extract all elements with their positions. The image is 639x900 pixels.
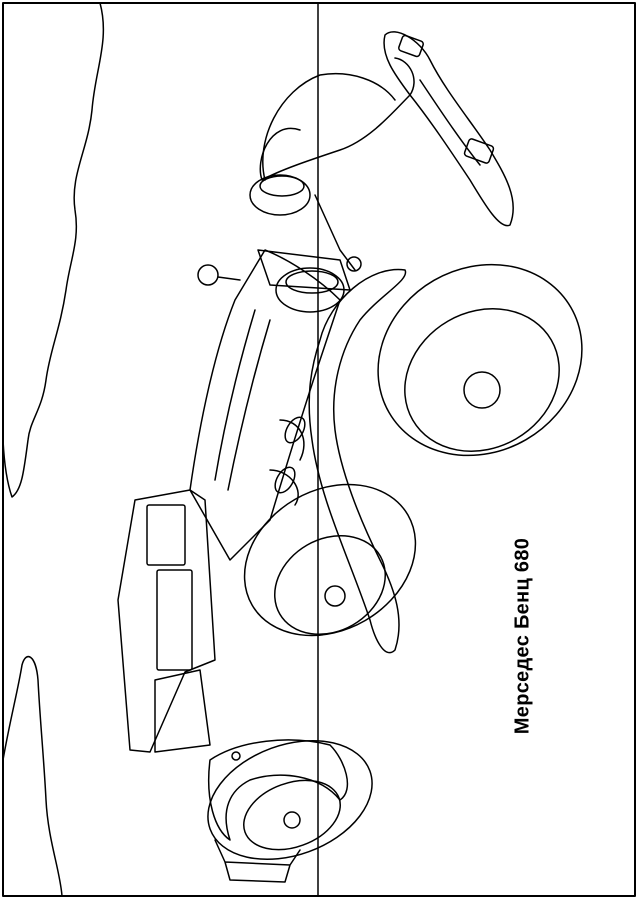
windscreen-frame bbox=[257, 249, 351, 291]
side-mirror-icon bbox=[197, 264, 219, 286]
front-bumper-top bbox=[398, 34, 424, 58]
rear-wheel-tire bbox=[207, 739, 373, 861]
hood-crease-2 bbox=[227, 319, 271, 491]
front-wheel-tire bbox=[377, 263, 583, 457]
car-rear-body bbox=[117, 489, 216, 753]
middle-wheel-hub bbox=[324, 585, 346, 607]
front-bumper-bottom bbox=[463, 138, 495, 164]
fender-top bbox=[262, 73, 396, 181]
hill-outline bbox=[2, 655, 63, 897]
headlamp-bottom-lens bbox=[285, 270, 339, 294]
front-mudguard bbox=[308, 268, 407, 654]
front-fender bbox=[259, 57, 415, 181]
rear-window-upper bbox=[146, 504, 186, 566]
steering-rod bbox=[314, 194, 356, 271]
horn-icon bbox=[346, 256, 362, 272]
rear-window-side bbox=[154, 669, 211, 753]
front-wheel-rim bbox=[404, 308, 560, 452]
car-title: Мерседес Бенц 680 bbox=[511, 537, 534, 735]
hood-crease bbox=[214, 309, 256, 481]
rear-window-lower bbox=[156, 569, 193, 671]
side-mirror-arm bbox=[217, 276, 241, 281]
headlamp-top-lens bbox=[259, 175, 305, 197]
middle-wheel-tire bbox=[243, 483, 417, 637]
headlamp-bottom-icon bbox=[275, 267, 345, 313]
car bbox=[117, 31, 583, 883]
rear-wheel-hub bbox=[283, 811, 301, 829]
front-wheel-hub bbox=[463, 371, 501, 409]
exhaust-pipe-1 bbox=[284, 416, 306, 444]
rear-wheel-rim bbox=[243, 779, 341, 851]
rear-mudguard bbox=[207, 739, 349, 841]
front-grille-arm bbox=[383, 31, 514, 227]
rear-light-icon bbox=[231, 751, 241, 761]
headlamp-top-icon bbox=[249, 174, 311, 216]
mountains-outline bbox=[2, 2, 105, 498]
middle-wheel-rim bbox=[274, 534, 386, 636]
front-grille-inner bbox=[419, 79, 481, 166]
rear-bumper bbox=[214, 839, 301, 883]
exhaust-pipe-2 bbox=[274, 466, 296, 494]
